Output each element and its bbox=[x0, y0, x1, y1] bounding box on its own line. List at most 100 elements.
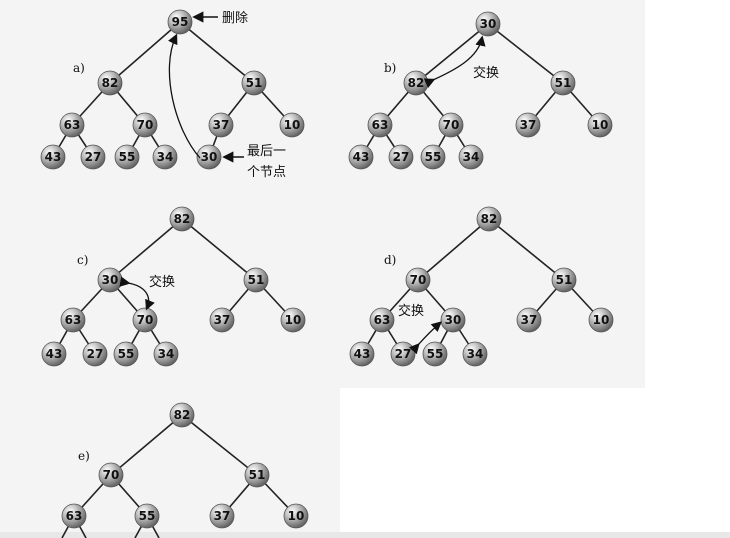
node-value: 55 bbox=[119, 150, 136, 164]
node-value: 43 bbox=[45, 150, 62, 164]
node-ball bbox=[388, 144, 414, 170]
heap-node: 10 bbox=[280, 307, 306, 333]
heap-node: 37 bbox=[208, 112, 234, 138]
node-value: 43 bbox=[46, 347, 63, 361]
node-value: 82 bbox=[174, 212, 191, 226]
node-value: 27 bbox=[393, 150, 410, 164]
node-ball bbox=[132, 112, 158, 138]
node-ball bbox=[97, 70, 123, 96]
tree-edge bbox=[179, 21, 255, 84]
node-value: 95 bbox=[172, 15, 189, 29]
heap-node: 10 bbox=[279, 112, 305, 138]
node-value: 10 bbox=[284, 118, 301, 132]
heap-node: 95 bbox=[167, 9, 193, 35]
heap-node: 82 bbox=[97, 70, 123, 96]
swap-arrow bbox=[408, 321, 442, 355]
heap-node: 30 bbox=[475, 11, 501, 37]
heap-node: 70 bbox=[405, 267, 431, 293]
panel-label: b) bbox=[384, 61, 396, 75]
node-ball bbox=[209, 503, 235, 529]
node-ball bbox=[405, 267, 431, 293]
node-ball bbox=[550, 70, 576, 96]
node-value: 55 bbox=[425, 150, 442, 164]
node-value: 51 bbox=[249, 468, 266, 482]
heap-node: 51 bbox=[244, 462, 270, 488]
node-value: 37 bbox=[213, 118, 230, 132]
node-value: 51 bbox=[555, 76, 572, 90]
swap-annotation: 交换 bbox=[398, 303, 424, 319]
node-value: 27 bbox=[85, 150, 102, 164]
node-value: 82 bbox=[102, 76, 119, 90]
node-ball bbox=[209, 307, 235, 333]
node-ball bbox=[80, 144, 106, 170]
node-value: 10 bbox=[592, 118, 609, 132]
node-value: 63 bbox=[374, 313, 391, 327]
tree-edge bbox=[181, 218, 257, 281]
heap-node: 55 bbox=[422, 341, 448, 367]
tree-edge bbox=[417, 218, 490, 281]
node-ball bbox=[280, 307, 306, 333]
node-ball bbox=[476, 206, 502, 232]
heap-node: 30 bbox=[97, 267, 123, 293]
node-value: 27 bbox=[87, 347, 104, 361]
node-ball bbox=[113, 341, 139, 367]
node-ball bbox=[208, 112, 234, 138]
node-value: 30 bbox=[201, 150, 218, 164]
node-ball bbox=[60, 307, 86, 333]
node-ball bbox=[438, 112, 464, 138]
heap-node: 10 bbox=[283, 503, 309, 529]
heap-node: 43 bbox=[348, 144, 374, 170]
node-ball bbox=[244, 462, 270, 488]
heap-node: 43 bbox=[41, 341, 67, 367]
node-ball bbox=[153, 341, 179, 367]
panel-top-background bbox=[0, 0, 645, 388]
tree-edge bbox=[488, 218, 565, 281]
node-value: 70 bbox=[137, 118, 154, 132]
node-ball bbox=[114, 144, 140, 170]
heap-node: 63 bbox=[61, 503, 87, 529]
node-value: 55 bbox=[118, 347, 135, 361]
node-ball bbox=[462, 341, 488, 367]
node-value: 70 bbox=[443, 118, 460, 132]
heap-node: 27 bbox=[390, 341, 416, 367]
node-value: 34 bbox=[463, 150, 480, 164]
node-value: 37 bbox=[520, 118, 537, 132]
node-ball bbox=[516, 307, 542, 333]
node-value: 34 bbox=[157, 150, 174, 164]
node-value: 34 bbox=[158, 347, 175, 361]
node-value: 55 bbox=[139, 509, 156, 523]
heap-node: 82 bbox=[403, 70, 429, 96]
delete-annotation: 删除 bbox=[222, 11, 248, 26]
heap-node: 27 bbox=[82, 341, 108, 367]
node-value: 27 bbox=[395, 347, 412, 361]
node-value: 63 bbox=[64, 118, 81, 132]
heap-node: 37 bbox=[209, 503, 235, 529]
move-last-arrow bbox=[167, 33, 201, 159]
swap-arrow bbox=[423, 35, 486, 88]
swap-annotation: 交换 bbox=[473, 65, 499, 81]
heap-node: 10 bbox=[588, 307, 614, 333]
heap-node: 82 bbox=[476, 206, 502, 232]
heap-node: 30 bbox=[196, 144, 222, 170]
node-ball bbox=[169, 206, 195, 232]
node-value: 30 bbox=[480, 17, 497, 31]
node-value: 63 bbox=[66, 509, 83, 523]
heap-node: 82 bbox=[169, 402, 195, 428]
heap-node: 43 bbox=[40, 144, 66, 170]
heap-node: 51 bbox=[550, 70, 576, 96]
node-value: 82 bbox=[408, 76, 425, 90]
heap-node: 63 bbox=[369, 307, 395, 333]
node-value: 63 bbox=[65, 313, 82, 327]
heap-node: 27 bbox=[80, 144, 106, 170]
heap-node: 55 bbox=[114, 144, 140, 170]
last-node-annotation-line2: 个节点 bbox=[247, 165, 286, 180]
heap-node: 10 bbox=[587, 112, 613, 138]
node-ball bbox=[196, 144, 222, 170]
